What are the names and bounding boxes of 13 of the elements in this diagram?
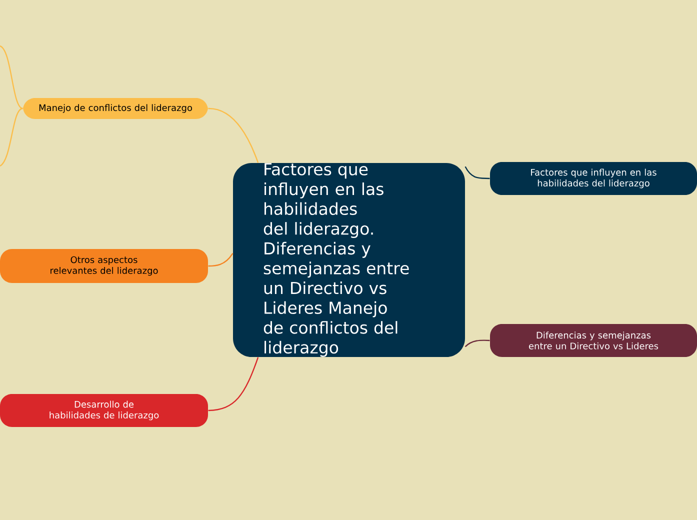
connector-line	[464, 166, 490, 180]
connector-line	[208, 252, 234, 267]
connector-line	[208, 357, 259, 412]
connector-line	[208, 108, 259, 163]
connector-line	[0, 46, 24, 110]
connector-line	[0, 108, 23, 166]
topic-box: Otros aspectos relevantes del liderazgo	[0, 249, 208, 283]
connector-line	[464, 340, 490, 348]
topic-box: Factores que influyen en las habilidades del liderazgo	[490, 162, 697, 195]
topic-box: Factores que influyen en las habilidades del liderazgo. Diferencias y semejanzas entre un Directivo vs Lideres Manejo de conflictos del liderazgo	[233, 163, 465, 357]
topic-box: Diferencias y semejanzas entre un Directivo vs Lideres	[490, 324, 697, 357]
topic-box: Manejo de conflictos del liderazgo	[23, 98, 208, 119]
topic-box: Desarrollo de habilidades de liderazgo	[0, 394, 208, 427]
